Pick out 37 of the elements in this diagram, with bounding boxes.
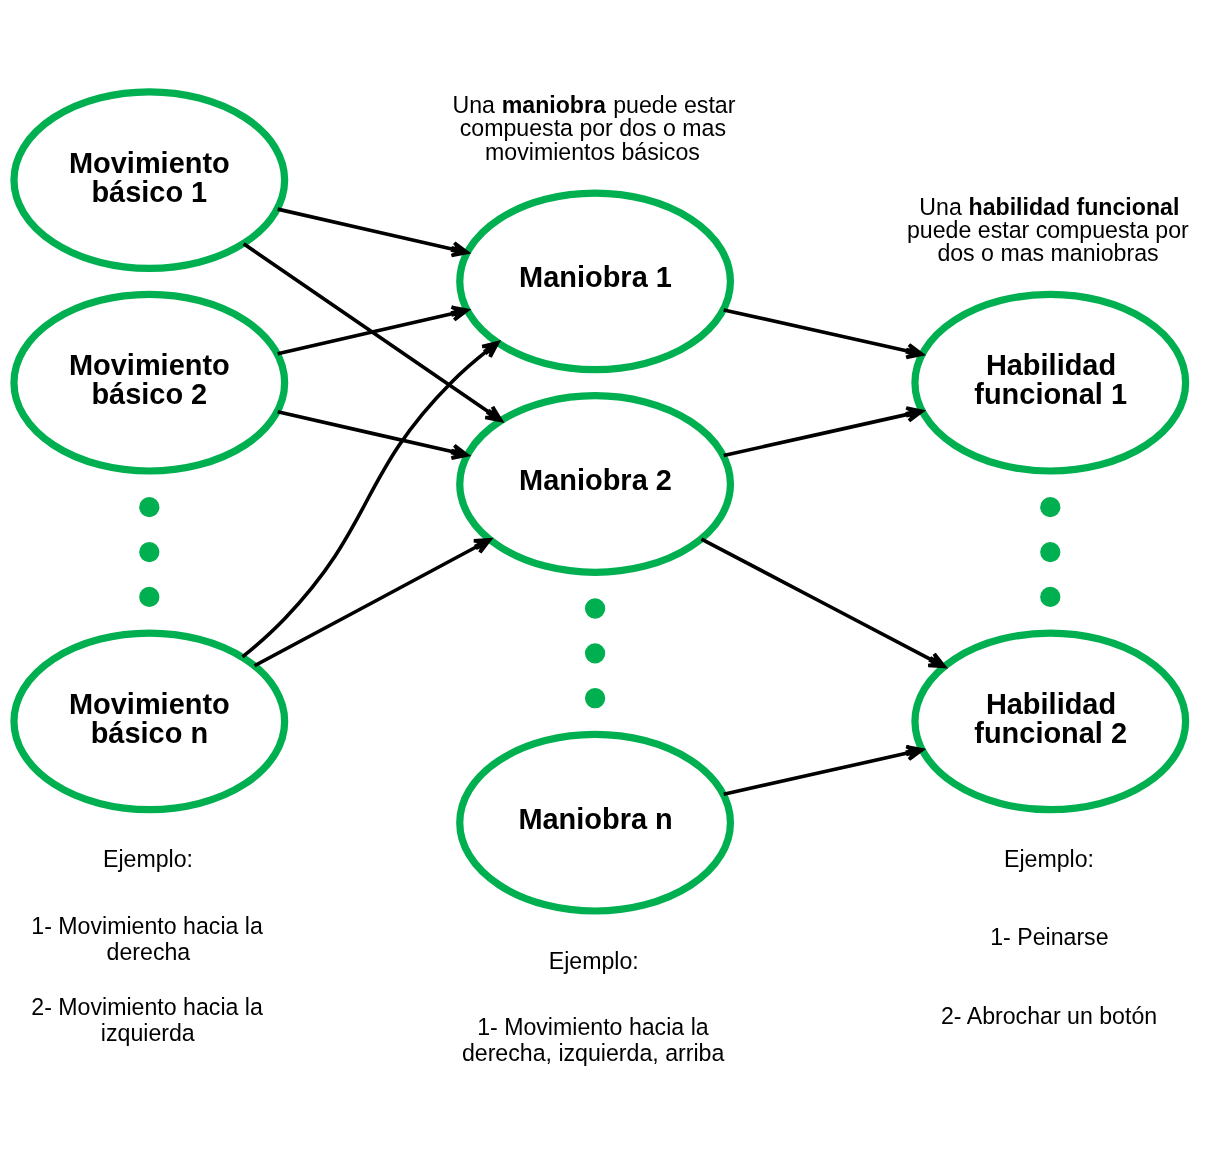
arrow — [723, 308, 924, 360]
node-ellipse: Maniobra 2 — [456, 392, 735, 576]
arrow — [242, 242, 503, 423]
label: 2- Movimiento hacia la izquierda — [31, 993, 263, 1046]
node-circle — [584, 598, 606, 619]
label: 1- Movimiento hacia la derecha — [31, 912, 263, 965]
node-ellipse: Habilidad funcional 2 — [911, 629, 1190, 814]
label: Una habilidad funcional puede estar compuesta por dos o mas maniobras — [907, 193, 1189, 266]
label: 1- Peinarse — [990, 924, 1109, 951]
label: Una maniobra puede estar compuesta por dos o mas movimientos básicos — [452, 92, 736, 165]
node-ellipse: Movimiento básico 1 — [10, 88, 289, 272]
arrow — [277, 207, 469, 258]
arrow — [241, 341, 500, 659]
node-ellipse: Maniobra 1 — [456, 189, 735, 374]
arrow — [723, 406, 924, 458]
arrow — [277, 305, 469, 356]
node-circle — [1040, 541, 1061, 563]
arrow — [700, 537, 946, 669]
node-circle — [139, 541, 160, 563]
node-circle — [584, 688, 606, 709]
node-circle — [1040, 497, 1061, 518]
node-circle — [584, 643, 606, 664]
node-circle — [139, 497, 160, 518]
label: 2- Abrochar un botón — [941, 1002, 1158, 1029]
node-circle — [139, 586, 160, 608]
label: Ejemplo: — [102, 846, 194, 873]
label: 1- Movimiento hacia la derecha, izquierda, arriba — [461, 1014, 725, 1067]
label: Ejemplo: — [1003, 846, 1095, 873]
node-circle — [1040, 586, 1061, 608]
arrow — [253, 537, 492, 668]
node-ellipse: Maniobra n — [456, 730, 735, 915]
arrow — [277, 409, 469, 460]
node-ellipse: Movimiento básico 2 — [10, 290, 289, 475]
arrow — [723, 744, 924, 796]
label: Ejemplo: — [548, 947, 639, 974]
node-ellipse: Habilidad funcional 1 — [911, 290, 1190, 475]
node-ellipse: Movimiento básico n — [10, 629, 289, 814]
